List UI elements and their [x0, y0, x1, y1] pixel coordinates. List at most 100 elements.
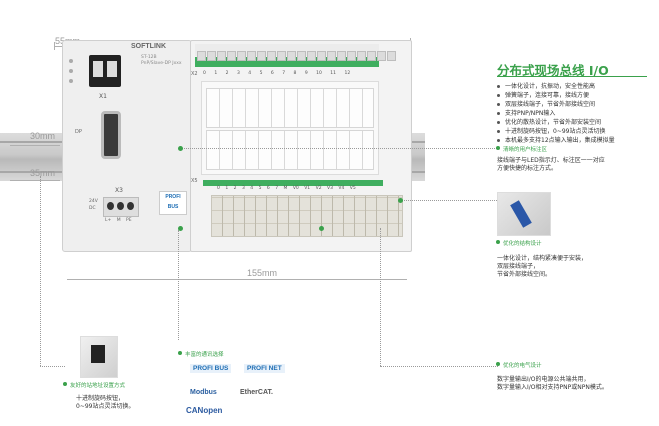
address-text: 十进制旋码按钮， 0~99站点灵活切换。 [76, 395, 135, 410]
terminal-number: 1 [214, 71, 218, 76]
callout1-title: 清晰的用户标注区 [503, 147, 548, 153]
terminal-number: M [283, 186, 288, 191]
terminal-number: 11 [330, 71, 337, 76]
io-module: X2 0 1 2 3 4 5 6 7 8 9 10 11 12 X5 0 1 2… [190, 40, 412, 252]
label-x5: X5 [191, 178, 198, 184]
top-terminal-strip [195, 57, 379, 67]
label-area [201, 81, 379, 175]
terminal-number: V4 [338, 186, 345, 191]
screwdriver-icon [510, 200, 532, 228]
label-x2: X2 [191, 71, 198, 77]
terminal-number: 6 [270, 71, 274, 76]
terminal-number: V0 [292, 186, 299, 191]
dimension-tick [54, 42, 55, 50]
address-title: 友好的站地址设置方式 [70, 383, 126, 389]
address-dot [63, 382, 67, 386]
power-terminal[interactable] [103, 197, 139, 217]
label-dp: DP [75, 129, 82, 135]
spring-terminal-block[interactable] [211, 195, 403, 237]
bottom-terminal-numbers: 0 1 2 3 4 5 6 7 M V0 V1 V2 V3 V4 V5 [217, 186, 356, 191]
callout3-title: 优化的电气设计 [503, 363, 542, 369]
terminal-number: 3 [241, 186, 245, 191]
terminal-number: V2 [315, 186, 322, 191]
terminal-number: 10 [316, 71, 322, 76]
terminal-number: 3 [236, 71, 240, 76]
rotary-switch-high[interactable] [93, 61, 103, 77]
profinet-logo-icon: PROFI NET [244, 364, 285, 373]
feature-item: 本机最多支持12点输入输出，集成模拟量 [497, 136, 657, 145]
terminal-number: 8 [293, 71, 297, 76]
callout2-dot [496, 240, 500, 244]
dimension-line-depth-a [10, 145, 60, 146]
rotary-switch-icon [91, 345, 105, 363]
callout-dot [319, 226, 324, 231]
label-dc: DC [89, 206, 96, 211]
led-indicator-row [206, 130, 374, 170]
terminal-number: 2 [225, 71, 229, 76]
feature-item: 优化的散热设计，节省外部安装空间 [497, 118, 657, 127]
leader-line-2 [400, 200, 497, 201]
photo-rotary-switch [80, 336, 118, 378]
leader-line-protocol [178, 230, 179, 340]
label-x3: X3 [115, 187, 123, 194]
feature-item: 弹簧端子，连接可靠，接线方便 [497, 91, 657, 100]
rotary-switch-low[interactable] [107, 61, 117, 77]
terminal-number: 6 [266, 186, 270, 191]
leader-line-left-h [40, 366, 65, 367]
feature-list: 一体化设计，抗振动，安全性能高 弹簧端子，连接可靠，接线方便 双层接线端子，节省… [497, 82, 657, 145]
callout2-text: 一体化设计，结构紧凑便于安装， 双层接线端子， 节省外部接线空间。 [497, 255, 588, 278]
terminal-number: 1 [225, 186, 229, 191]
terminal-number: 7 [275, 186, 279, 191]
terminal-screw [127, 202, 134, 210]
rotary-switch-block[interactable] [89, 55, 121, 87]
canopen-logo-icon: CANopen [186, 406, 223, 415]
status-led [69, 59, 73, 63]
dimension-depth-b: 35mm [30, 168, 56, 178]
feature-item: 双层接线端子，节省外部接线空间 [497, 100, 657, 109]
callout-dot [178, 146, 183, 151]
leader-line-1 [182, 148, 497, 149]
callout2-title: 优化的结构设计 [503, 241, 542, 247]
leader-line-elec [380, 228, 381, 366]
terminal-number: 9 [304, 71, 308, 76]
top-terminal-pins [197, 46, 397, 65]
brand-label: SOFTLINK [131, 43, 166, 50]
profibus-logo-icon: PROFI BUS [190, 364, 232, 373]
leader-line-elec-h [380, 366, 498, 367]
terminal-number: 4 [248, 71, 252, 76]
callout-dot [178, 226, 183, 231]
terminal-number: V1 [304, 186, 311, 191]
terminal-screw [117, 202, 124, 210]
dimension-line-depth-b [10, 180, 60, 181]
callout3-dot [496, 362, 500, 366]
callout3-text: 数字量输出I/O的电源公共端共用， 数字量输入I/O相对支持PNP或NPN模式。 [497, 376, 608, 391]
db9-connector[interactable] [101, 111, 121, 159]
terminal-screw [107, 202, 114, 210]
top-terminal-block[interactable] [195, 44, 396, 61]
terminal-number: V5 [349, 186, 356, 191]
model-line2: PnP/Slave-DP Jxxx [141, 61, 182, 66]
page-title: 分布式现场总线 I/O [497, 63, 609, 78]
terminal-number: 0 [217, 186, 220, 191]
feature-item: 一体化设计，抗振动，安全性能高 [497, 82, 657, 91]
terminal-number: 2 [233, 186, 237, 191]
top-terminal-numbers: 0 1 2 3 4 5 6 7 8 9 10 11 12 [203, 71, 350, 76]
terminal-number: 7 [282, 71, 286, 76]
modbus-logo-icon: Modbus [190, 389, 217, 396]
power-terminal-label: M [116, 218, 121, 223]
profibus-logo: PROFI BUS [159, 191, 187, 215]
terminal-number: 4 [250, 186, 254, 191]
status-led [69, 79, 73, 83]
model-line1: ST-12B [141, 55, 157, 60]
leader-line-left [40, 176, 41, 366]
callout-dot [398, 198, 403, 203]
terminal-number: 5 [259, 71, 263, 76]
dimension-width-bottom: 155mm [247, 268, 278, 278]
label-24v: 24V [89, 199, 98, 204]
dimension-depth-a: 30mm [30, 131, 56, 141]
head-module: SOFTLINK ST-12B PnP/Slave-DP Jxxx X1 DP … [62, 40, 192, 252]
callout1-text: 接线端子与LED指示灯、标注区一一对应 方便快捷的标注方式。 [497, 157, 605, 172]
feature-item: 支持PNP/NPN输入 [497, 109, 657, 118]
bottom-terminal-strip [203, 180, 383, 186]
power-terminal-label: L+ [105, 218, 112, 223]
